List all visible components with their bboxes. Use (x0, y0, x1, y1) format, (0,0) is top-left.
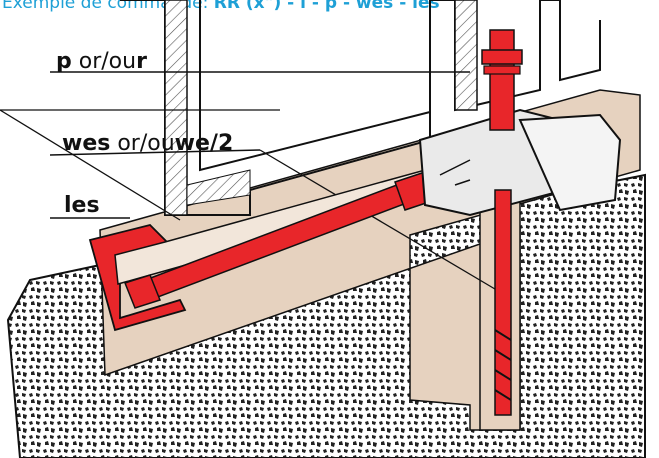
order-example-caption: Exemple de commande: RR (x") - l - p - w… (2, 0, 440, 13)
label-wes: wes or/ouwe/2 (62, 131, 234, 156)
label-les: les (64, 193, 100, 218)
rod-nut-left (124, 274, 161, 309)
top-nut (481, 49, 523, 65)
top-washer (483, 65, 521, 75)
caption-code: RR (x") - l - p - wes - les (213, 0, 440, 13)
top-bolt (489, 29, 515, 131)
machine-base (120, 0, 601, 216)
anchor-bolt (494, 189, 512, 416)
clamp-casting (518, 113, 622, 212)
l-bracket (88, 224, 187, 332)
caption-prefix: Exemple de commande: (2, 0, 214, 13)
hatched-floor (186, 169, 251, 206)
label-p: p or/our (56, 49, 147, 74)
anchor-spiral (494, 329, 512, 401)
hatched-wall-right (454, 0, 478, 111)
wall-outline (199, 0, 431, 172)
hatched-wall-left (164, 0, 188, 216)
